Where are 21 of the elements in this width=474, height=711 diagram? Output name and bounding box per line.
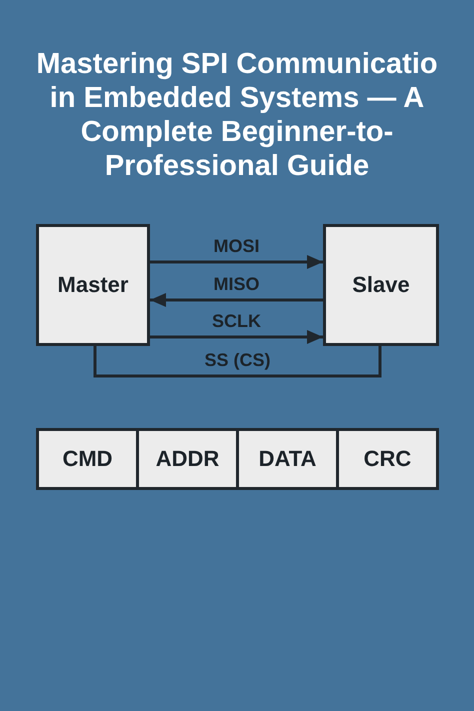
node-label: CRC (364, 445, 412, 473)
edge-label: SCLK (212, 310, 261, 332)
node-label: DATA (258, 445, 316, 473)
edge-label: MISO (214, 273, 260, 295)
node-label: Master (58, 271, 128, 299)
arrow (150, 255, 323, 269)
frame-field (36, 428, 139, 490)
title: Mastering SPI Communicatio in Embedded Systems — A Complete Beginner-to-Professional Guide (35, 47, 439, 183)
edge-label: SS (CS) (204, 349, 270, 371)
frame-field (336, 428, 439, 490)
node-label: ADDR (156, 445, 220, 473)
node-label: CMD (62, 445, 113, 473)
arrow (150, 293, 323, 307)
node-label: Slave (352, 271, 410, 299)
device-box (323, 224, 439, 346)
device-box (36, 224, 150, 346)
edge-label: MOSI (214, 235, 260, 257)
connector-line (94, 346, 382, 378)
arrow (150, 330, 323, 344)
frame-field (236, 428, 339, 490)
frame-field (136, 428, 239, 490)
